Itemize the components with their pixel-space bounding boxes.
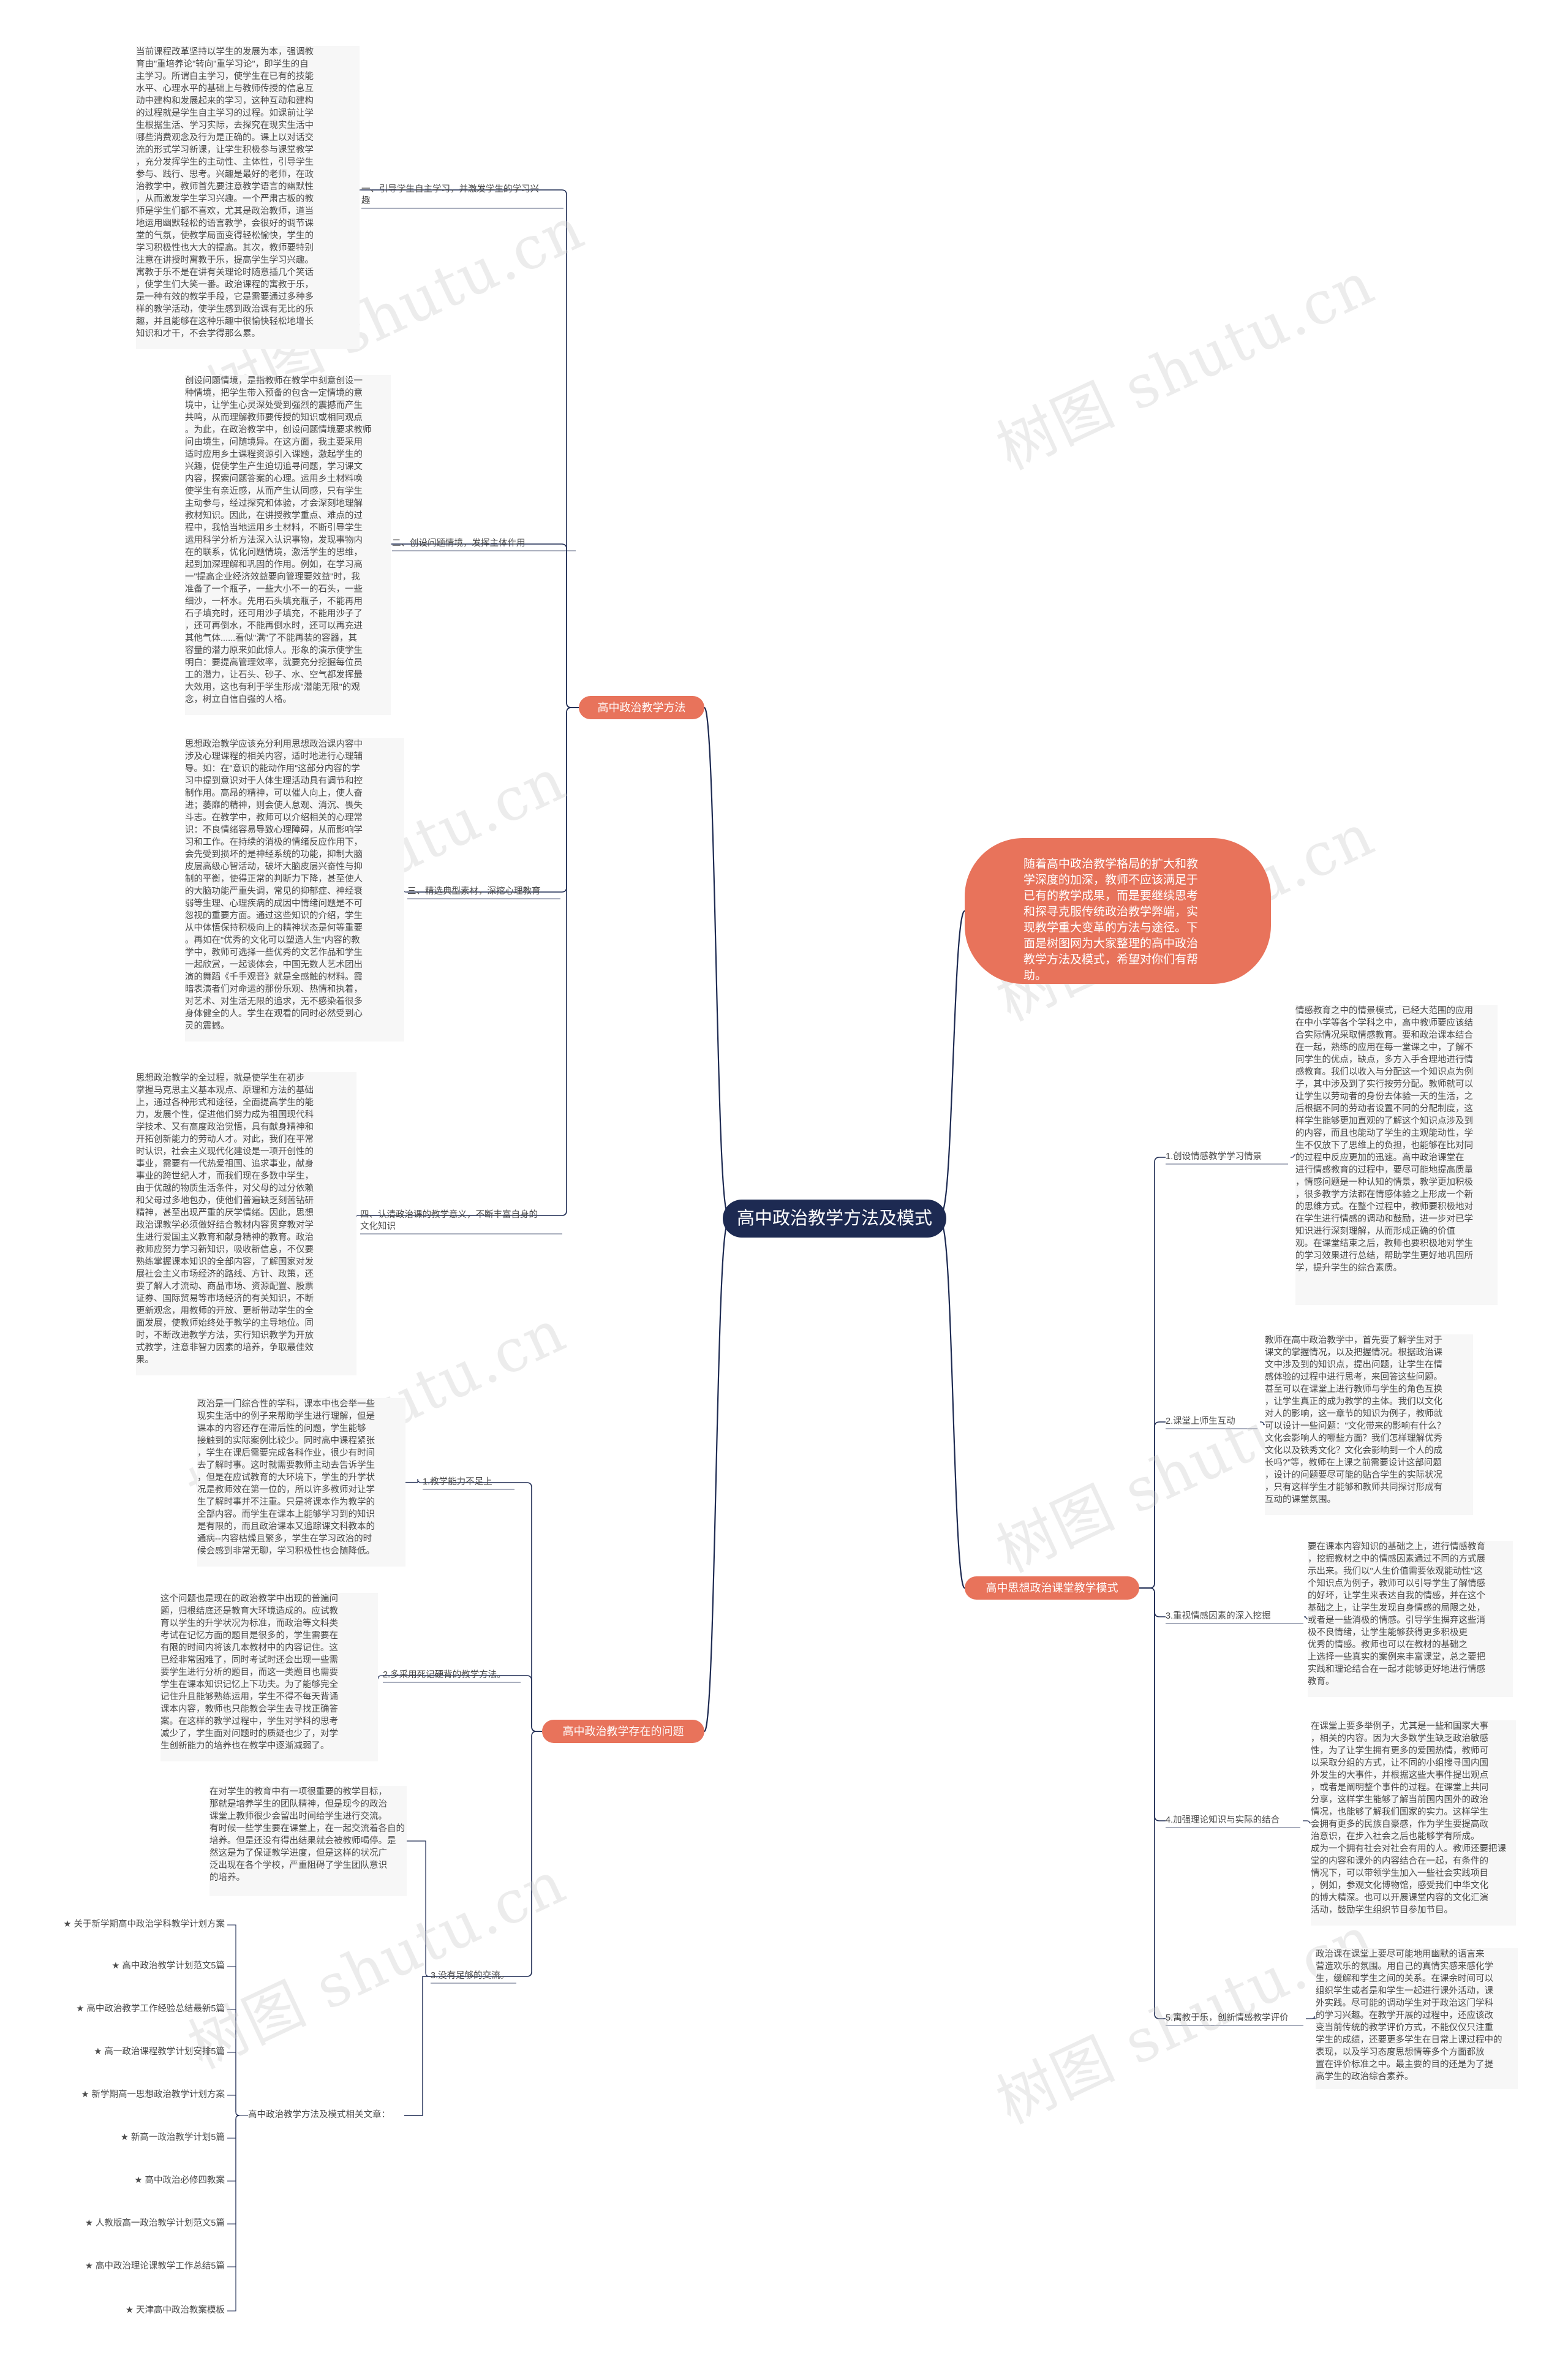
link-p0	[423, 1482, 542, 1732]
related-article-link[interactable]: ★ 人教版高一政治教学计划范文5篇	[85, 2218, 225, 2228]
related-article-link[interactable]: ★ 高中政治教学工作经验总结最新5篇	[76, 2004, 225, 2014]
link-related-item	[227, 2115, 248, 2182]
link-problem-3-related	[404, 1976, 431, 2116]
related-article-link[interactable]: ★ 新高一政治教学计划5篇	[120, 2133, 225, 2142]
link-r4	[965, 1587, 1166, 2019]
link-related-item	[227, 2115, 248, 2225]
related-article-link[interactable]: ★ 关于新学期高中政治学科教学计划方案	[63, 1919, 225, 1929]
link-r2-detail	[1303, 1616, 1308, 1620]
problem-3-label[interactable]: 3.没有足够的交流。	[431, 1971, 510, 1981]
link-related-item	[227, 2009, 248, 2116]
link-p2-detail	[407, 1840, 431, 1977]
link-p2	[431, 1731, 542, 1977]
related-article-link[interactable]: ★ 高中政治教学计划范文5篇	[111, 1961, 225, 1971]
mode-4-label[interactable]: 4.加强理论知识与实际的结合	[1166, 1815, 1280, 1825]
mode-1-label[interactable]: 1.创设情感教学学习情景	[1166, 1152, 1262, 1162]
method-1-text: 当前课程改革坚持以学生的发展为本，强调教 育由"重培养论"转向"重学习论"，即学…	[136, 46, 360, 349]
link-r4-detail	[1306, 2016, 1316, 2019]
link-related-item	[227, 1924, 248, 2116]
intro-note: 随着高中政治教学格局的扩大和教 学深度的加深，教师不应该满足于 已有的教学成果，…	[965, 838, 1271, 984]
link-related-item	[227, 2052, 248, 2116]
mode-3-label[interactable]: 3.重视情感因素的深入挖掘	[1166, 1611, 1271, 1621]
link-center-mode	[940, 1223, 966, 1589]
link-center-problems	[703, 1223, 729, 1733]
link-related-item	[227, 1966, 248, 2116]
mode-4-text: 在课堂上要多举例子，尤其是一些和国家大事 ，相关的内容。因为大多数学生缺乏政治敏…	[1311, 1720, 1516, 1926]
link-m0	[361, 189, 579, 708]
link-m3	[360, 707, 579, 1216]
link-related-item	[227, 2095, 248, 2116]
problem-2-label[interactable]: 2.多采用死记硬背的教学方法。	[383, 1670, 506, 1680]
link-m1	[392, 543, 579, 708]
branch-problems[interactable]: 高中政治教学存在的问题	[542, 1720, 704, 1743]
method-3-label[interactable]: 三、精选典型素材，深挖心理教育	[407, 887, 541, 896]
link-r3	[965, 1587, 1166, 1821]
link-center-intro	[940, 910, 966, 1214]
problem-2-text: 这个问题也是现在的政治教学中出现的普遍问 题，归根结底还是教育大环境造成的。应试…	[160, 1593, 378, 1761]
related-articles-label: 高中政治教学方法及模式相关文章：	[248, 2110, 390, 2120]
branch-classroom-mode[interactable]: 高中思想政治课堂教学模式	[965, 1576, 1139, 1600]
link-related-item	[227, 2115, 248, 2312]
related-article-link[interactable]: ★ 天津高中政治教案模板	[125, 2305, 225, 2315]
method-1-label[interactable]: 一、引导学生自主学习，并激发学生的学习兴 趣	[361, 184, 539, 206]
link-r0-detail	[1291, 1154, 1295, 1158]
mode-5-label[interactable]: 5.寓教于乐，创新情感教学评价	[1166, 2013, 1289, 2023]
branch-methods[interactable]: 高中政治教学方法	[579, 696, 704, 719]
link-r1	[965, 1421, 1166, 1589]
related-article-link[interactable]: ★ 新学期高一思想政治教学计划方案	[81, 2090, 225, 2100]
method-4-text: 思想政治教学的全过程，就是使学生在初步 掌握马克思主义基本观点、原理和方法的基础…	[136, 1072, 356, 1375]
mode-2-label[interactable]: 2.课堂上师生互动	[1166, 1416, 1235, 1426]
related-article-link[interactable]: ★ 高一政治课程教学计划安排5篇	[94, 2047, 225, 2057]
problem-3-text: 在对学生的教育中有一项很重要的教学目标， 那就是培养学生的团队精神，但是现今的政…	[209, 1786, 407, 1896]
related-article-link[interactable]: ★ 高中政治理论课教学工作总结5篇	[85, 2261, 225, 2271]
intro-text: 随着高中政治教学格局的扩大和教 学深度的加深，教师不应该满足于 已有的教学成果，…	[1023, 858, 1199, 982]
link-p0-detail	[405, 1478, 423, 1483]
method-3-text: 思想政治教学应该充分利用思想政治课内容中 涉及心理课程的相关内容，适时地进行心理…	[185, 738, 404, 1042]
link-p1	[383, 1675, 542, 1732]
link-r3-detail	[1303, 1820, 1311, 1824]
center-topic[interactable]: 高中政治教学方法及模式	[723, 1200, 946, 1238]
link-related-item	[227, 2115, 248, 2139]
method-2-text: 创设问题情境，是指教师在教学中刻意创设一 种情境，把学生带入预备的包含一定情境的…	[185, 375, 391, 715]
method-4-label[interactable]: 四、认清政治课的教学意义，不断丰富自身的 文化知识	[360, 1210, 538, 1231]
link-r0	[965, 1157, 1166, 1589]
problem-1-label[interactable]: 1.教学能力不足上	[423, 1477, 492, 1487]
link-center-methods	[703, 706, 729, 1214]
mode-3-text: 要在课本内容知识的基础之上，进行情感教育 ，挖掘教材之中的情感因素通过不同的方式…	[1308, 1541, 1513, 1697]
method-2-label[interactable]: 二、创设问题情境，发挥主体作用	[392, 539, 526, 548]
link-r1-detail	[1260, 1421, 1265, 1426]
problem-1-text: 政治是一门综合性的学科，课本中也会举一些 现实生活中的例子来帮助学生进行理解，但…	[197, 1398, 405, 1567]
link-m2	[407, 707, 579, 893]
link-p1-detail	[377, 1675, 383, 1680]
mode-5-text: 政治课在课堂上要尽可能地用幽默的语言来 营造欢乐的氛围。用自己的真情实感来感化学…	[1316, 1948, 1518, 2089]
related-article-link[interactable]: ★ 高中政治必修四教案	[134, 2176, 225, 2185]
mode-1-text: 情感教育之中的情景模式，已经大范围的应用 在中小学等各个学科之中，高中教师要应该…	[1295, 1005, 1498, 1305]
mode-2-text: 教师在高中政治教学中，首先要了解学生对于 课文的掌握情况，以及把握情况。根据政治…	[1265, 1334, 1473, 1515]
